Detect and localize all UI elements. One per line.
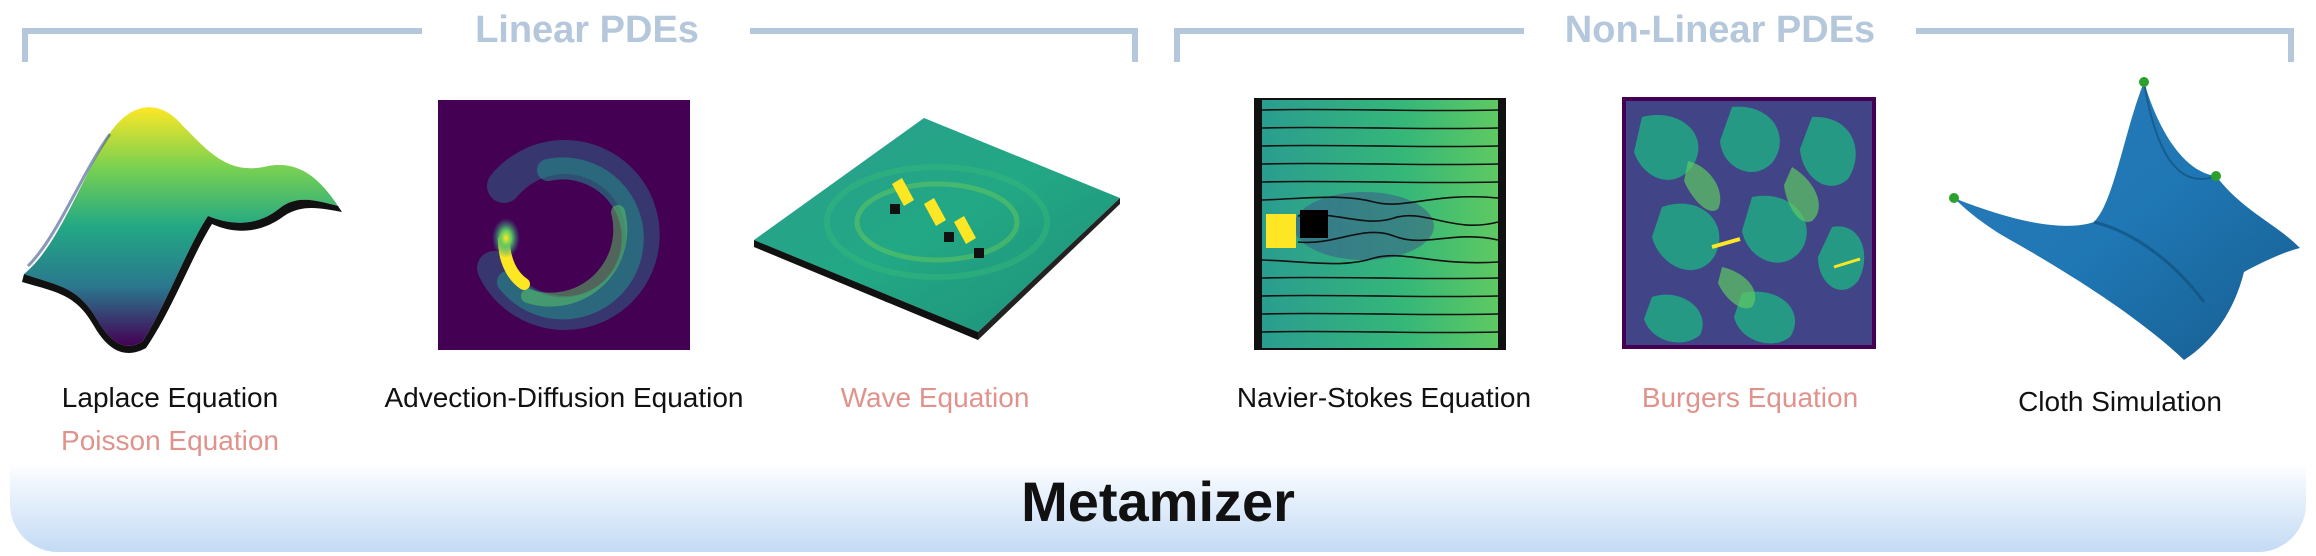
burgers-equation-plot: [1622, 97, 1876, 349]
laplace-surface-plot: [22, 107, 342, 353]
linear-pdes-title: Linear PDEs: [475, 9, 699, 51]
caption-cloth-simulation: Cloth Simulation: [2018, 386, 2222, 417]
navier-stokes-plot: [1254, 98, 1506, 350]
caption-laplace: Laplace Equation: [61, 382, 279, 413]
advection-diffusion-plot: [438, 100, 690, 350]
caption-poisson: Poisson Equation: [61, 425, 279, 456]
caption-wave: Wave Equation: [840, 382, 1030, 413]
wave-equation-plot: [754, 118, 1120, 340]
caption-advection-diffusion: Advection-Diffusion Equation: [384, 382, 744, 413]
cloth-simulation-plot: [1949, 77, 2300, 360]
caption-burgers: Burgers Equation: [1641, 382, 1859, 413]
caption-navier-stokes: Navier-Stokes Equation: [1236, 382, 1532, 413]
metamizer-banner: [10, 462, 2306, 552]
metamizer-title: Metamizer: [1021, 470, 1295, 533]
nonlinear-pdes-title: Non-Linear PDEs: [1564, 9, 1876, 51]
